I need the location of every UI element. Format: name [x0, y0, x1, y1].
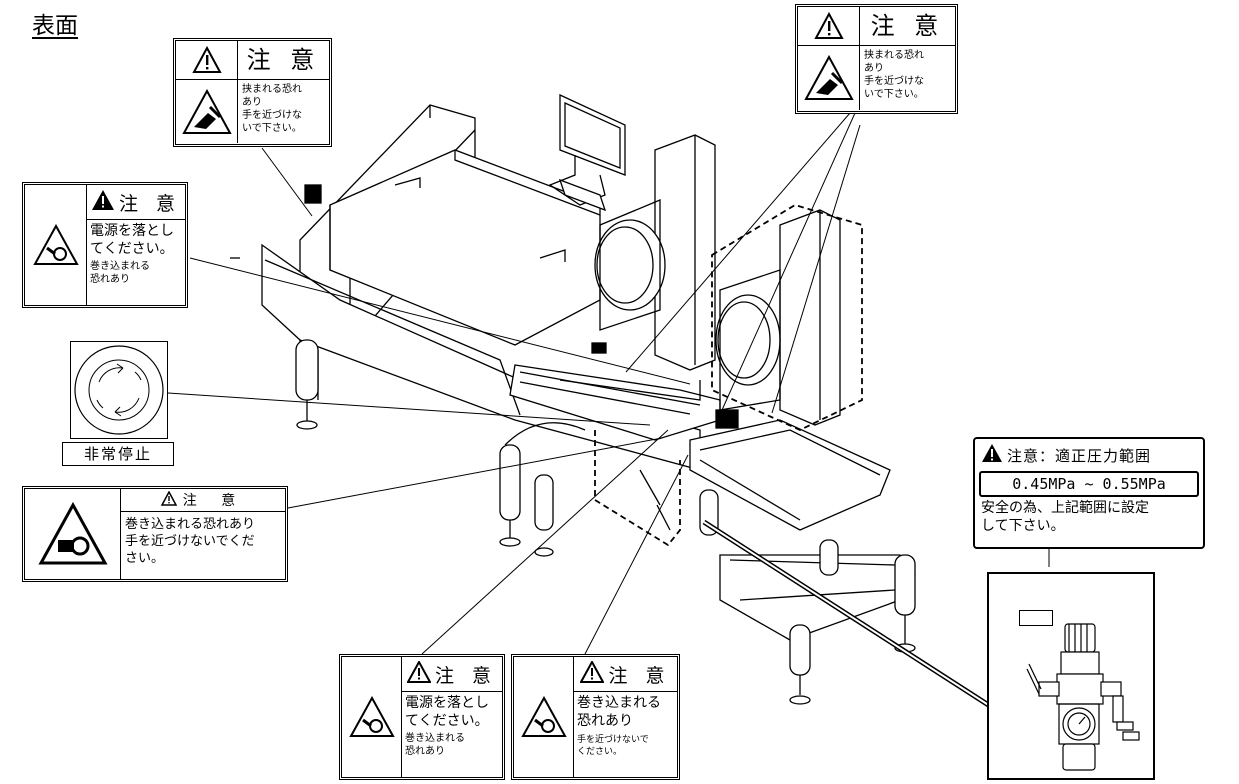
label-header: 注 意 — [182, 493, 246, 509]
gear-entangle-icon — [342, 657, 402, 777]
entangle-warning-label: 注 意 巻き込まれる恐れあり 手を近づけないでくだ さい。 — [22, 486, 288, 582]
warning-triangle-icon — [91, 189, 115, 215]
label-line: 巻き込まれる恐れあり — [125, 517, 256, 532]
label-line: いで下さい。 — [242, 123, 302, 134]
column-right — [779, 209, 841, 426]
label-line: 手を近づけないでくだ — [125, 534, 255, 549]
page-title: 表面 — [32, 13, 78, 39]
pinch-warning-label-right: 注 意 挟まれる恐れ あり 手を近づけな いで下さい。 — [795, 4, 958, 114]
pressure-label-marker — [1019, 610, 1053, 626]
pressure-range-value: 0.45MPa ~ 0.55MPa — [979, 471, 1199, 497]
gear-entangle-icon — [25, 185, 87, 305]
warning-triangle-icon — [176, 41, 238, 79]
label-line: さい。 — [125, 551, 165, 566]
label-line: あり — [242, 97, 262, 108]
label-line: 手を近づけないで — [577, 735, 649, 745]
pressure-regulator-icon — [1026, 623, 1140, 771]
warning-triangle-icon — [981, 443, 1003, 467]
entangle-warning-label-bottom: 注 意 巻き込まれる 恐れあり 手を近づけないで ください。 — [511, 654, 680, 780]
label-line: 巻き込まれる — [90, 261, 150, 272]
label-line: あり — [864, 63, 884, 74]
emergency-stop-caption: 非常停止 — [62, 442, 174, 466]
label-header: 注 意 — [608, 664, 671, 687]
label-line: 挟まれる恐れ — [864, 50, 924, 61]
touch-panel — [559, 93, 626, 176]
warning-triangle-icon — [406, 659, 432, 687]
label-line: てください。 — [405, 713, 489, 729]
label-line: 恐れあり — [577, 713, 633, 729]
label-header: 注 意 — [118, 192, 182, 215]
label-line: 電源を落とし — [405, 695, 489, 711]
hand-pinch-icon — [176, 80, 238, 143]
label-line: 挟まれる恐れ — [242, 84, 302, 95]
label-line: 巻き込まれる — [577, 695, 661, 711]
hand-pinch-icon — [798, 46, 860, 110]
warning-triangle-icon — [160, 489, 178, 510]
label-line: して下さい。 — [981, 518, 1065, 534]
label-line: いで下さい。 — [864, 89, 924, 100]
label-line: 手を近づけな — [864, 76, 924, 87]
label-header: 注 意 — [434, 664, 498, 687]
label-header: 注意：適正圧力範囲 — [1007, 446, 1152, 465]
label-line: 巻き込まれる — [405, 733, 465, 744]
emergency-stop-button — [70, 341, 168, 439]
roller-entangle-icon — [25, 489, 121, 579]
label-header: 注 意 — [246, 46, 321, 74]
pressure-regulator-detail — [987, 572, 1155, 780]
power-off-warning-label: 注 意 電源を落とし てください。 巻き込まれる 恐れあり — [22, 182, 188, 308]
warning-triangle-icon — [579, 659, 606, 687]
label-header: 注 意 — [870, 12, 945, 40]
label-line: ください。 — [577, 747, 623, 757]
gear-entangle-icon — [514, 657, 574, 777]
leader-lines — [167, 112, 1050, 655]
label-line: 恐れあり — [405, 746, 445, 757]
emergency-stop-icon — [74, 345, 164, 435]
label-line: てください。 — [90, 241, 174, 257]
label-line: 電源を落とし — [90, 223, 174, 239]
warning-triangle-icon — [798, 7, 860, 45]
pressure-range-label: 注意：適正圧力範囲 0.45MPa ~ 0.55MPa 安全の為、上記範囲に設定… — [973, 437, 1205, 549]
label-line: 恐れあり — [90, 274, 130, 285]
pinch-warning-label-left: 注 意 挟まれる恐れ あり 手を近づけな いで下さい。 — [173, 38, 332, 147]
power-off-warning-label-bottom: 注 意 電源を落とし てください。 巻き込まれる 恐れあり — [339, 654, 505, 780]
label-line: 安全の為、上記範囲に設定 — [981, 500, 1149, 516]
label-line: 手を近づけな — [242, 110, 302, 121]
